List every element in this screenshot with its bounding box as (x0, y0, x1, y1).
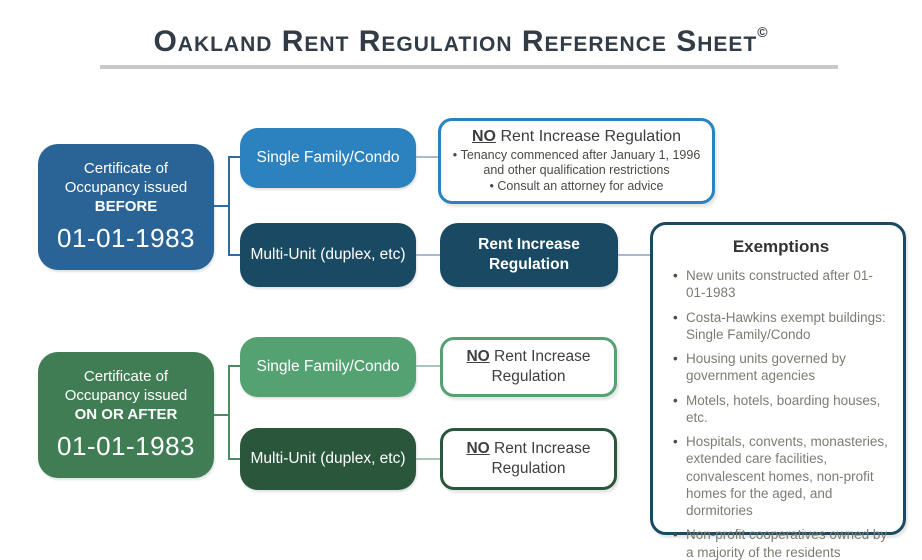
connector-green-root (214, 414, 230, 416)
title-divider (100, 65, 838, 69)
connector-blue-vertical (228, 156, 230, 256)
no-emphasis: NO (466, 347, 490, 365)
branch-label: Single Family/Condo (256, 149, 400, 166)
regulated-line1: Rent Increase (478, 235, 580, 253)
outcome-rest: Rent Increase (489, 439, 591, 457)
root-line2: Occupancy issued (64, 387, 188, 405)
connector-regulation-to-exemptions (618, 254, 650, 256)
node-rent-increase-regulation: Rent Increase Regulation (440, 223, 618, 287)
outcome-line2: Regulation (491, 460, 566, 477)
node-single-family-condo-bottom: Single Family/Condo (240, 337, 416, 397)
exemption-item: New units constructed after 01-01-1983 (673, 267, 889, 302)
node-certificate-after-1983: Certificate of Occupancy issued ON OR AF… (38, 352, 214, 478)
outcome-line1: NO Rent Increase (466, 347, 590, 367)
connector-green-stub-bottom (228, 458, 240, 460)
branch-label: Multi-Unit (duplex, etc) (250, 246, 406, 263)
node-multi-unit-bottom: Multi-Unit (duplex, etc) (240, 428, 416, 490)
connector-green-vertical (228, 365, 230, 460)
exemption-item: Costa-Hawkins exempt buildings: Single F… (673, 309, 889, 344)
exemption-item: Hospitals, convents, monasteries, extend… (673, 433, 889, 519)
connector-green-stub-top (228, 365, 240, 367)
outcome-line2: Regulation (491, 368, 566, 385)
branch-label: Single Family/Condo (256, 358, 400, 375)
root-date: 01-01-1983 (57, 222, 195, 253)
node-no-regulation-multi-unit: NO Rent Increase Regulation (440, 428, 617, 490)
root-emphasis: BEFORE (94, 197, 158, 215)
regulated-line2: Regulation (488, 256, 570, 273)
root-line1: Certificate of (83, 160, 169, 178)
header: Oakland Rent Regulation Reference Sheet© (0, 24, 922, 59)
outcome-rest: Rent Increase (489, 347, 591, 365)
page-title: Oakland Rent Regulation Reference Sheet© (153, 24, 768, 59)
connector-blue-stub-bottom (228, 254, 240, 256)
connector-blue-root (214, 205, 230, 207)
connector-blue-stub-top (228, 156, 240, 158)
outcome-title-rest: Rent Increase Regulation (496, 127, 681, 145)
connector-green-mu-to-outcome (416, 458, 440, 460)
connector-sf-to-outcome (416, 156, 438, 158)
exemption-item: Non-profit cooperatives owned by a major… (673, 526, 889, 560)
node-multi-unit-top: Multi-Unit (duplex, etc) (240, 223, 416, 287)
node-single-family-condo-top: Single Family/Condo (240, 128, 416, 188)
outcome-title: NO Rent Increase Regulation (472, 128, 681, 146)
bullet-item: Consult an attorney for advice (449, 179, 704, 195)
bullet-item: Tenancy commenced after January 1, 1996 … (449, 148, 704, 179)
exemptions-list: New units constructed after 01-01-1983 C… (673, 267, 889, 560)
connector-mu-to-regulation (416, 254, 440, 256)
node-no-regulation-single-family: NO Rent Increase Regulation (440, 337, 617, 397)
exemption-item: Housing units governed by government age… (673, 350, 889, 385)
node-no-regulation-detailed: NO Rent Increase Regulation Tenancy comm… (438, 118, 715, 204)
page-title-text: Oakland Rent Regulation Reference Sheet (153, 25, 758, 58)
outcome-bullets: Tenancy commenced after January 1, 1996 … (449, 148, 704, 195)
node-certificate-before-1983: Certificate of Occupancy issued BEFORE 0… (38, 144, 214, 270)
no-emphasis: NO (472, 127, 496, 145)
exemptions-panel: Exemptions New units constructed after 0… (650, 222, 906, 560)
root-line2: Occupancy issued (64, 179, 188, 197)
outcome-line1: NO Rent Increase (466, 439, 590, 459)
connector-green-sf-to-outcome (416, 365, 440, 367)
branch-label: Multi-Unit (duplex, etc) (250, 450, 406, 467)
exemptions-title: Exemptions (732, 237, 830, 256)
root-date: 01-01-1983 (57, 430, 195, 461)
root-line1: Certificate of (83, 368, 169, 386)
copyright-symbol: © (757, 24, 769, 40)
root-emphasis: ON OR AFTER (74, 405, 178, 423)
no-emphasis: NO (466, 439, 490, 457)
exemption-item: Motels, hotels, boarding houses, etc. (673, 392, 889, 427)
